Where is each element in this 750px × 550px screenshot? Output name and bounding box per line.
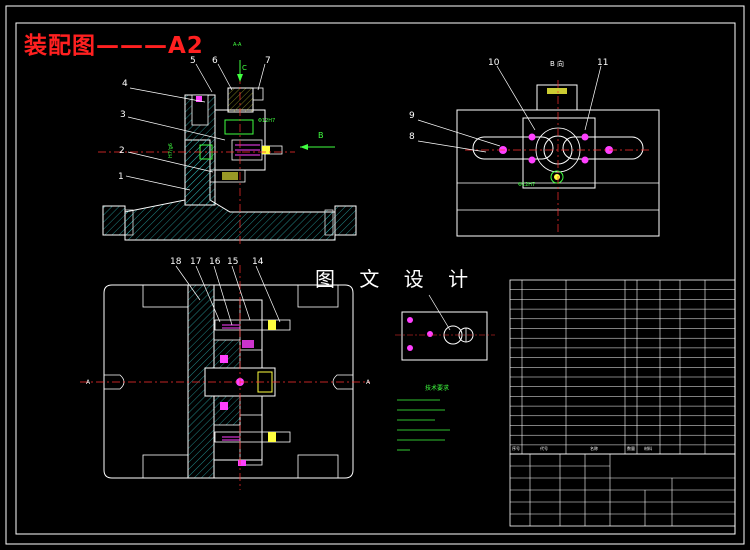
outer-frame	[5, 5, 745, 545]
tech-requirements: 技术要求	[397, 384, 450, 451]
svg-text:序号: 序号	[512, 445, 520, 451]
top-view	[80, 265, 370, 490]
part-label-14: 14	[252, 257, 264, 267]
part-label-7: 7	[265, 56, 271, 66]
svg-text:数量: 数量	[627, 445, 635, 451]
part-label-10: 10	[488, 58, 500, 68]
view-b-label: B	[318, 131, 324, 140]
view-b: Φ12H7	[417, 65, 660, 237]
part-label-6: 6	[212, 56, 218, 66]
part-label-16: 16	[209, 257, 221, 267]
watermark-text: 图 文 设 计	[315, 267, 478, 291]
part-label-1: 1	[118, 172, 124, 182]
view-b-title: B 向	[550, 59, 564, 68]
arrow-a-left-label: A	[86, 379, 91, 386]
part-label-4: 4	[122, 79, 128, 89]
svg-text:H7/g6: H7/g6	[168, 143, 174, 158]
arrow-a-right-label: A	[366, 379, 371, 386]
svg-text:名称: 名称	[590, 445, 598, 451]
view-c-part	[395, 294, 495, 361]
part-label-18: 18	[170, 257, 182, 267]
bom-table	[509, 279, 736, 455]
part-label-17: 17	[190, 257, 201, 267]
svg-text:代号: 代号	[540, 445, 548, 451]
title-block	[509, 453, 736, 527]
bom-rows	[510, 289, 735, 446]
part-label-3: 3	[120, 110, 126, 120]
svg-text:技术要求: 技术要求	[425, 384, 449, 392]
svg-text:Φ12H7: Φ12H7	[518, 182, 535, 188]
section-view-aa: H7/g6 Φ12H7	[98, 60, 357, 245]
section-label-aa: A-A	[233, 42, 242, 48]
svg-text:材料: 材料	[644, 445, 652, 451]
part-label-11: 11	[597, 58, 608, 68]
svg-text:Φ12H7: Φ12H7	[258, 118, 275, 124]
inner-frame	[15, 22, 736, 535]
part-label-5: 5	[190, 56, 196, 66]
part-label-9: 9	[409, 111, 415, 121]
part-label-2: 2	[119, 146, 125, 156]
drawing-title: 装配图———A2	[24, 33, 204, 59]
part-label-8: 8	[409, 132, 415, 142]
view-c-label: C	[242, 64, 247, 72]
part-label-15: 15	[227, 257, 238, 267]
bom-header: 序号 代号 名称 数量 材料	[512, 445, 652, 451]
